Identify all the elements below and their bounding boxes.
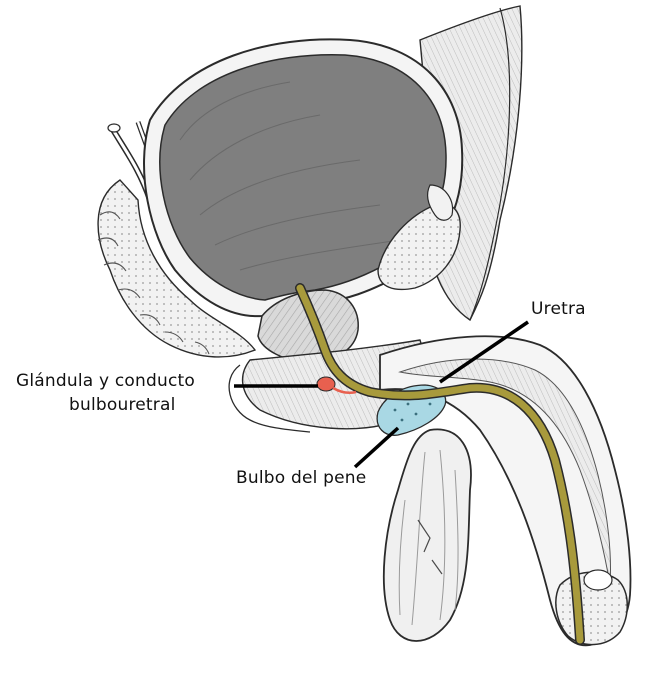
- scrotum: [382, 428, 472, 642]
- bulbourethral-gland: [316, 376, 336, 392]
- label-gland-line2: bulbouretral: [69, 395, 176, 415]
- leader-urethra: [439, 320, 529, 384]
- pubic-symphysis: [377, 203, 461, 291]
- rectum-edge: [228, 364, 311, 433]
- bulbourethral-duct: [332, 386, 357, 395]
- leader-bulb: [353, 426, 400, 469]
- rectus-sheath: [469, 7, 511, 321]
- seminal-vesicle: [97, 179, 257, 358]
- label-gland-line1: Glándula y conducto: [16, 371, 195, 391]
- label-urethra: Uretra: [531, 299, 586, 319]
- label-bulb: Bulbo del pene: [236, 468, 367, 488]
